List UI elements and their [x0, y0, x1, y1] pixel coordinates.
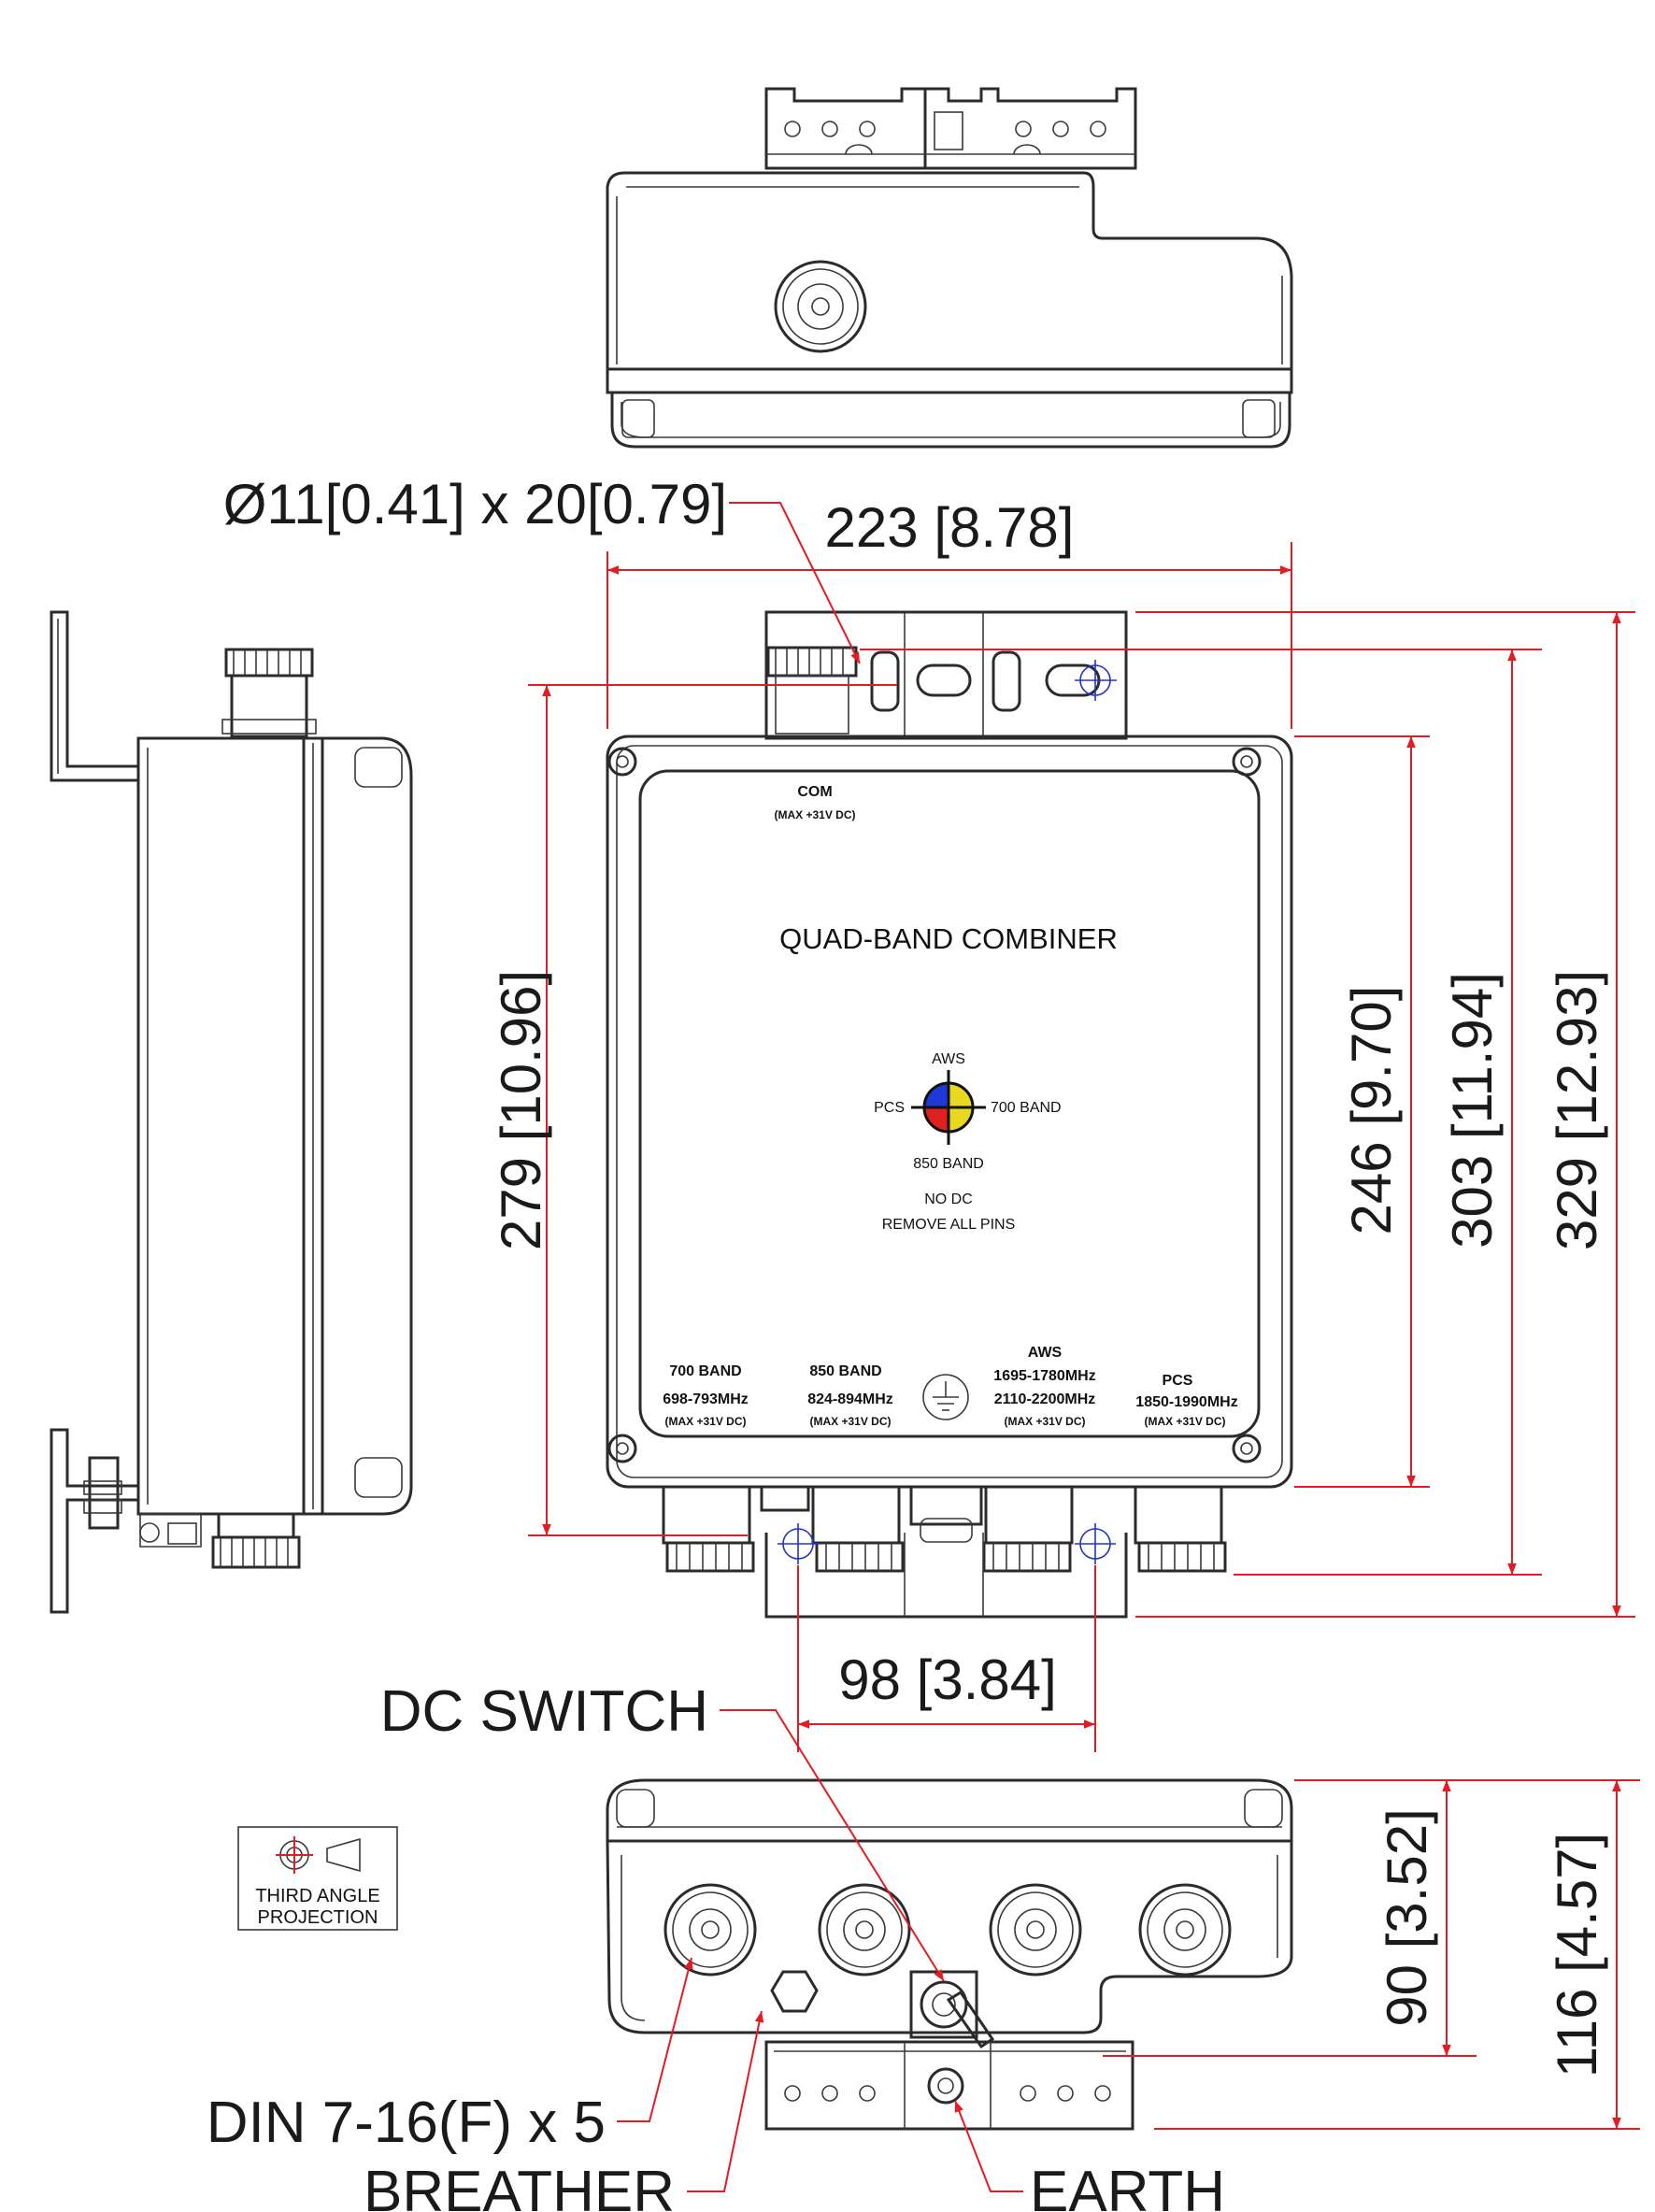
port-850-sub: (MAX +31V DC): [809, 1415, 891, 1428]
port-850-freq: 824-894MHz: [807, 1391, 893, 1407]
dim-height-246: 246 [9.70]: [1340, 986, 1403, 1235]
dim-depth-116: 116 [4.57]: [1546, 1833, 1608, 2077]
callout-dc-switch: DC SWITCH: [380, 1679, 708, 1744]
callout-din: DIN 7-16(F) x 5: [207, 2091, 606, 2155]
projection-line1: THIRD ANGLE: [255, 1886, 379, 1906]
port-pcs-sub: (MAX +31V DC): [1144, 1415, 1225, 1428]
port-pcs-name: PCS: [1163, 1373, 1193, 1389]
dim-hole: Ø11[0.41] x 20[0.79]: [223, 473, 727, 535]
bottom-view: [606, 1778, 1293, 2131]
dim-mount-98: 98 [3.84]: [838, 1648, 1057, 1711]
breather-icon: [770, 1970, 819, 2013]
com-sub-label: (MAX +31V DC): [774, 808, 855, 821]
front-view: COM (MAX +31V DC) QUAD-BAND COMBINER AWS…: [606, 610, 1293, 1619]
pcs-label: PCS: [874, 1100, 905, 1116]
mount-centerlines: [778, 660, 1117, 1564]
product-title: QUAD-BAND COMBINER: [779, 922, 1118, 955]
band700-label: 700 BAND: [991, 1100, 1062, 1116]
dimension-lines: [528, 502, 1640, 2192]
port-aws-freq2: 2110-2200MHz: [994, 1391, 1096, 1407]
band-wheel-icon: [911, 1070, 986, 1145]
bottom-connectors: [662, 1485, 1227, 1573]
no-dc-label: NO DC: [924, 1192, 973, 1207]
port-700-sub: (MAX +31V DC): [664, 1415, 746, 1428]
port-aws-name: AWS: [1028, 1345, 1063, 1361]
side-view: [50, 610, 413, 1614]
port-700-freq: 698-793MHz: [663, 1391, 749, 1407]
port-700-name: 700 BAND: [669, 1363, 741, 1379]
third-angle-projection-symbol: THIRD ANGLE PROJECTION: [237, 1826, 398, 1931]
callout-breather: BREATHER: [364, 2160, 675, 2212]
dim-height-279: 279 [10.96]: [490, 970, 552, 1250]
dim-depth-90: 90 [3.52]: [1376, 1808, 1438, 2027]
port-pcs-freq: 1850-1990MHz: [1135, 1394, 1237, 1410]
projection-line2: PROJECTION: [258, 1907, 378, 1928]
remove-pins-label: REMOVE ALL PINS: [882, 1217, 1016, 1233]
dim-width-223: 223 [8.78]: [825, 496, 1075, 559]
com-label: COM: [797, 784, 832, 800]
dim-height-329: 329 [12.93]: [1546, 970, 1608, 1250]
dc-switch-icon: [909, 1970, 995, 2049]
callout-earth: EARTH: [1030, 2160, 1225, 2212]
dim-height-303: 303 [11.94]: [1441, 972, 1504, 1249]
band850-label: 850 BAND: [913, 1156, 984, 1172]
earth-terminal-icon: [927, 2067, 964, 2105]
corner-screws: [607, 747, 1262, 1463]
aws-label: AWS: [932, 1051, 965, 1067]
port-aws-freq1: 1695-1780MHz: [993, 1368, 1095, 1384]
ground-icon: [922, 1374, 969, 1420]
port-850-name: 850 BAND: [809, 1363, 881, 1379]
port-aws-sub: (MAX +31V DC): [1004, 1415, 1085, 1428]
top-view: [606, 87, 1293, 449]
din-connectors: [663, 1883, 1232, 1977]
